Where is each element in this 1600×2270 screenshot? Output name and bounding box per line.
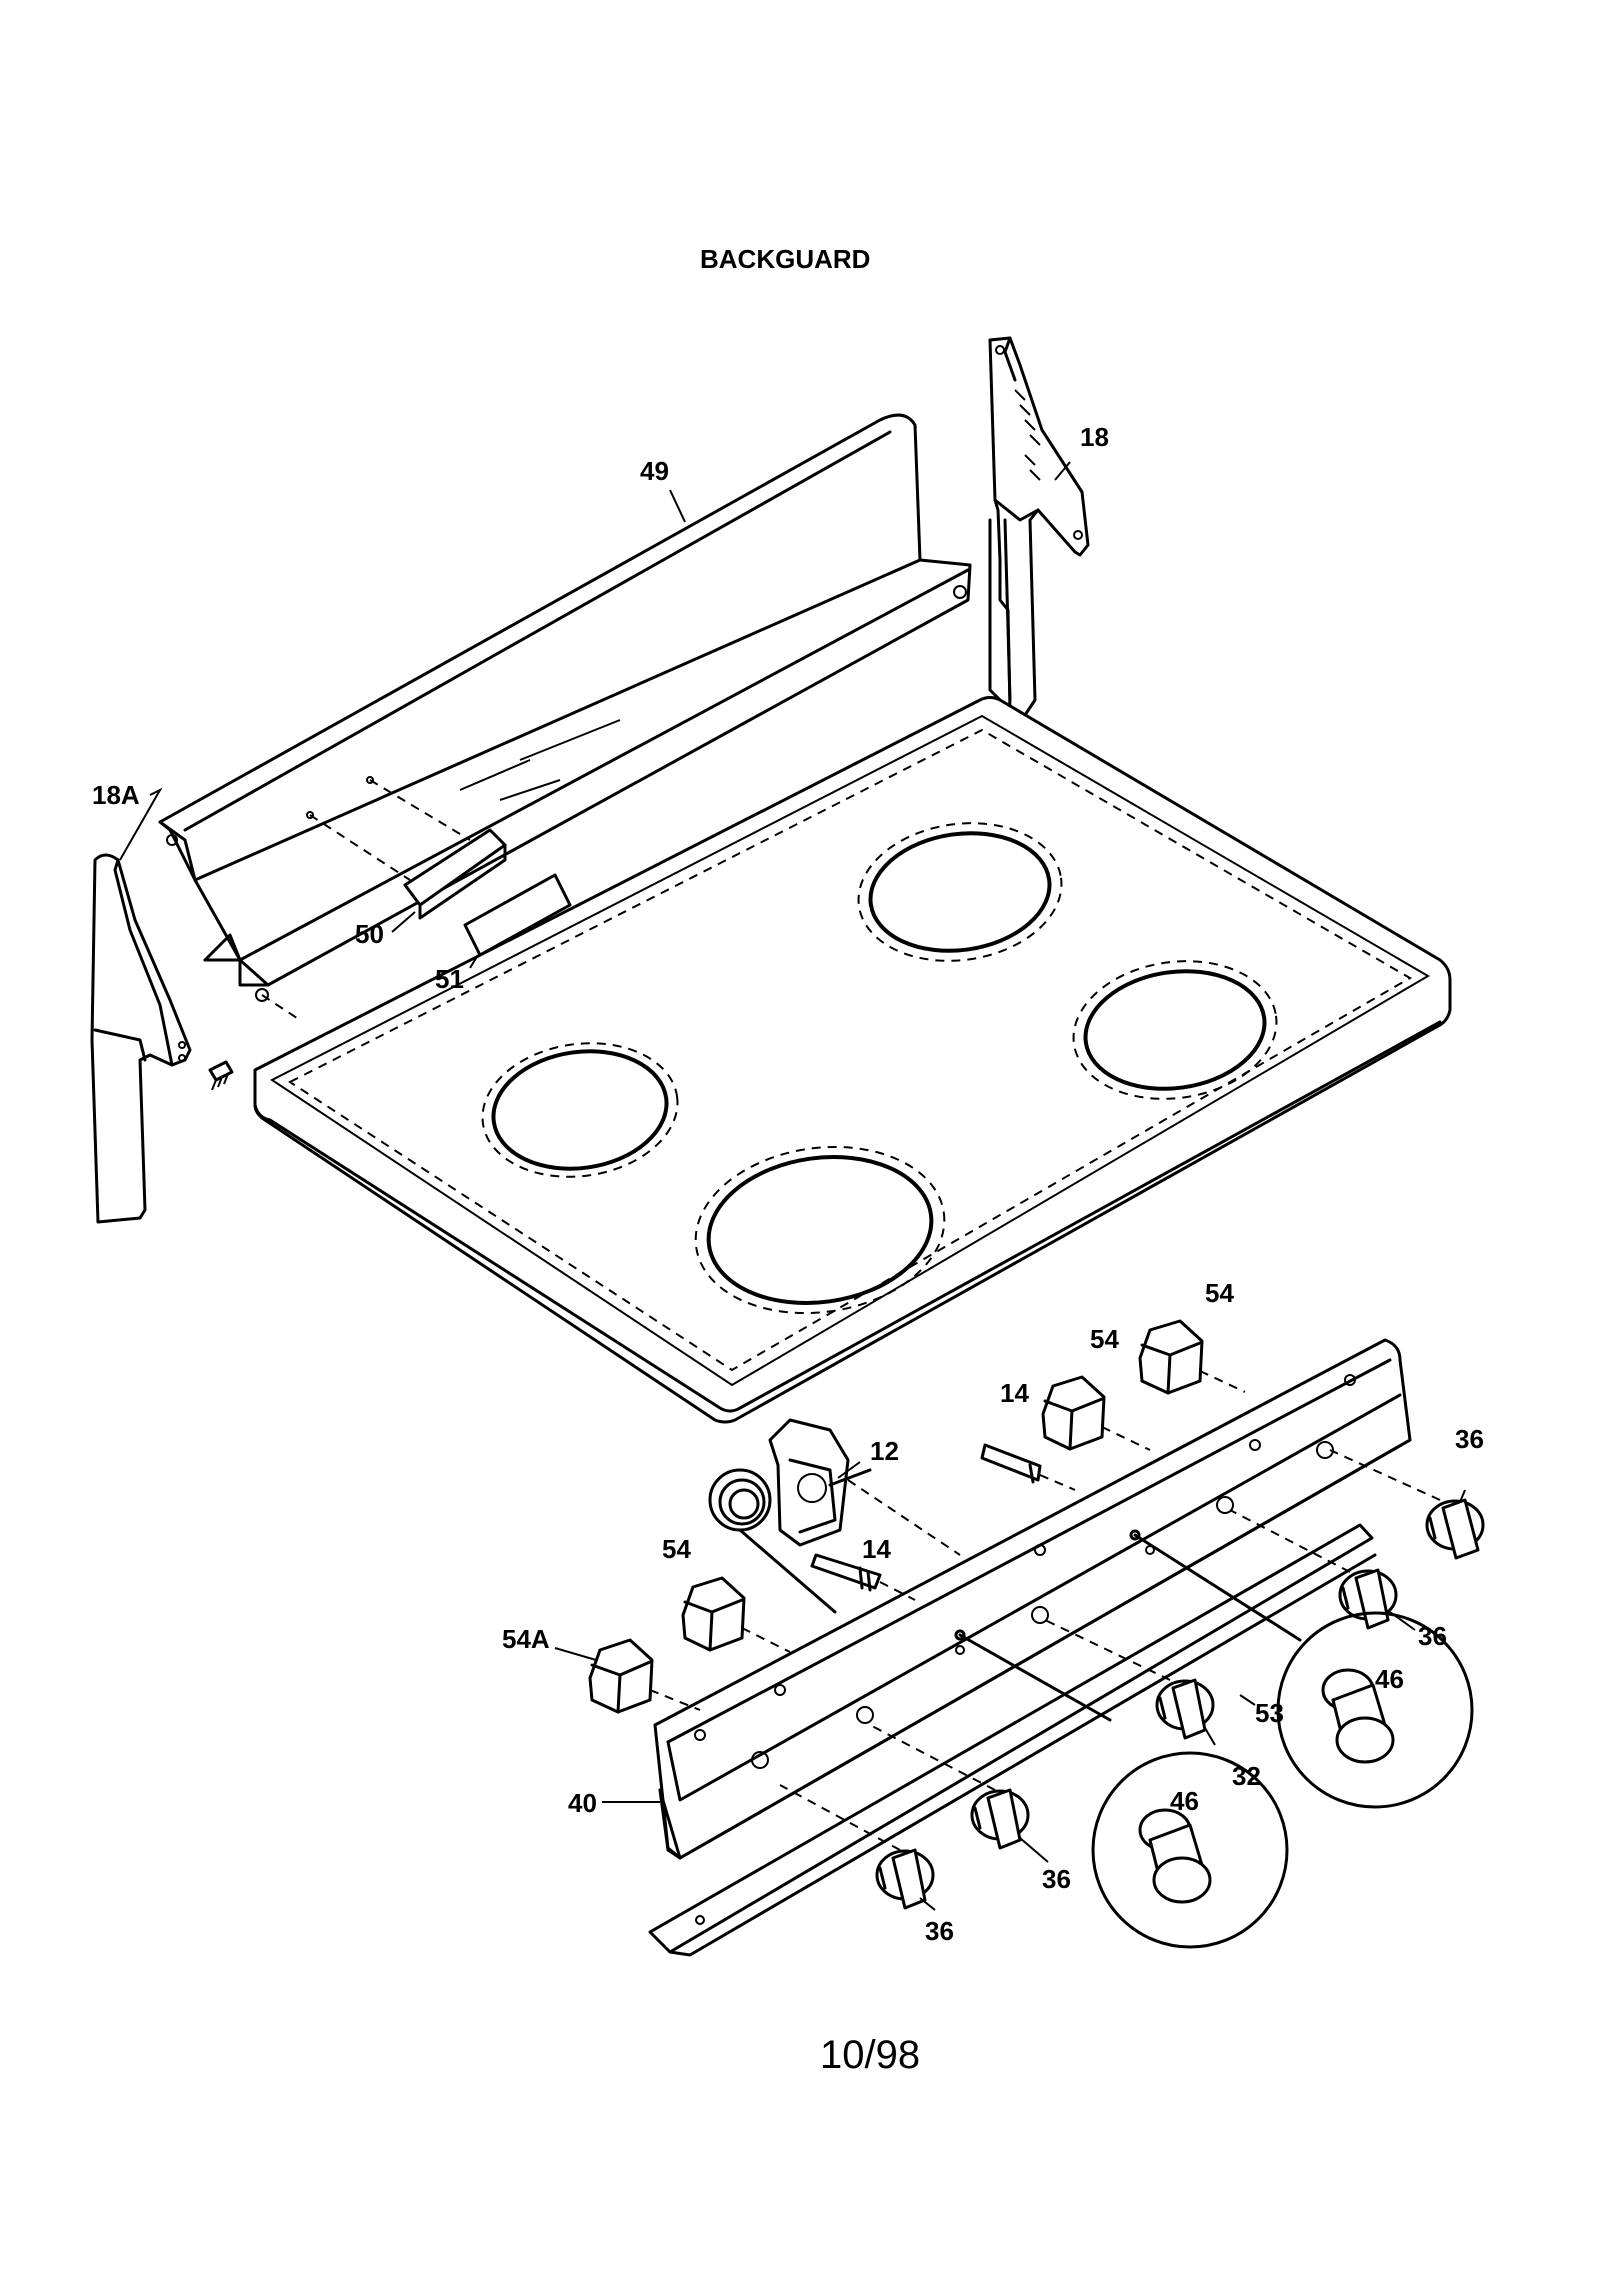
label-18A: 18A bbox=[92, 780, 140, 810]
knob-32 bbox=[1044, 1619, 1215, 1740]
label-40: 40 bbox=[568, 1788, 597, 1818]
knob-36-second bbox=[869, 1724, 1030, 1850]
label-36-front: 36 bbox=[925, 1916, 954, 1946]
leader-18A bbox=[119, 787, 163, 861]
knob-36-back bbox=[1329, 1449, 1485, 1560]
cooktop bbox=[253, 696, 1452, 1424]
knob-36-front bbox=[779, 1784, 935, 1910]
diagram-title: BACKGUARD bbox=[700, 244, 870, 274]
control-panel-40 bbox=[653, 1338, 1412, 1860]
label-plate-51 bbox=[463, 873, 572, 957]
label-54-lower: 54 bbox=[662, 1534, 691, 1564]
label-32: 32 bbox=[1232, 1761, 1261, 1791]
label-54A: 54A bbox=[502, 1624, 550, 1654]
detail-circle-46-left bbox=[958, 1633, 1289, 1949]
switch-54-lower bbox=[681, 1576, 791, 1653]
label-36-second: 36 bbox=[1042, 1864, 1071, 1894]
label-54-middle: 54 bbox=[1090, 1324, 1119, 1354]
leader-36-d bbox=[1459, 1489, 1466, 1503]
label-46-right: 46 bbox=[1375, 1664, 1404, 1694]
date-code: 10/98 bbox=[820, 2033, 920, 2077]
label-18: 18 bbox=[1080, 422, 1109, 452]
label-14-lower: 14 bbox=[862, 1534, 891, 1564]
label-51: 51 bbox=[435, 964, 464, 994]
end-cap-18A bbox=[90, 853, 192, 1224]
label-14-upper: 14 bbox=[1000, 1378, 1029, 1408]
label-46-left: 46 bbox=[1170, 1786, 1199, 1816]
backguard-panel bbox=[158, 413, 972, 1021]
leader-36-c bbox=[1389, 1611, 1416, 1631]
label-12: 12 bbox=[870, 1436, 899, 1466]
leader-53 bbox=[1239, 1694, 1256, 1706]
label-53: 53 bbox=[1255, 1698, 1284, 1728]
leader-18 bbox=[1054, 461, 1071, 481]
switch-54-middle bbox=[1041, 1375, 1151, 1451]
switch-54-upper bbox=[1138, 1319, 1246, 1395]
switch-14-lower bbox=[810, 1553, 916, 1601]
detail-circle-46-right bbox=[1133, 1533, 1474, 1809]
label-50: 50 bbox=[355, 919, 384, 949]
leader-36-b bbox=[1019, 1837, 1049, 1863]
label-49: 49 bbox=[640, 456, 669, 486]
label-54-upper: 54 bbox=[1205, 1278, 1234, 1308]
leader-50 bbox=[391, 911, 416, 933]
thermostat-12 bbox=[708, 1418, 961, 1614]
leader-54A bbox=[554, 1647, 597, 1661]
end-bracket-18 bbox=[988, 336, 1090, 717]
label-36-third: 36 bbox=[1418, 1621, 1447, 1651]
screw bbox=[208, 1060, 234, 1091]
knob-36-third bbox=[1229, 1509, 1398, 1630]
leader-49 bbox=[669, 489, 686, 523]
switch-14-upper bbox=[980, 1443, 1076, 1491]
trim-strip-53 bbox=[648, 1523, 1377, 1957]
leader-36-a bbox=[919, 1897, 936, 1911]
trim-piece-50 bbox=[403, 828, 507, 920]
leader-51 bbox=[469, 954, 479, 969]
leader-12 bbox=[837, 1461, 861, 1479]
switch-54A bbox=[588, 1638, 701, 1714]
leader-32 bbox=[1204, 1727, 1216, 1746]
label-36-back: 36 bbox=[1455, 1424, 1484, 1454]
